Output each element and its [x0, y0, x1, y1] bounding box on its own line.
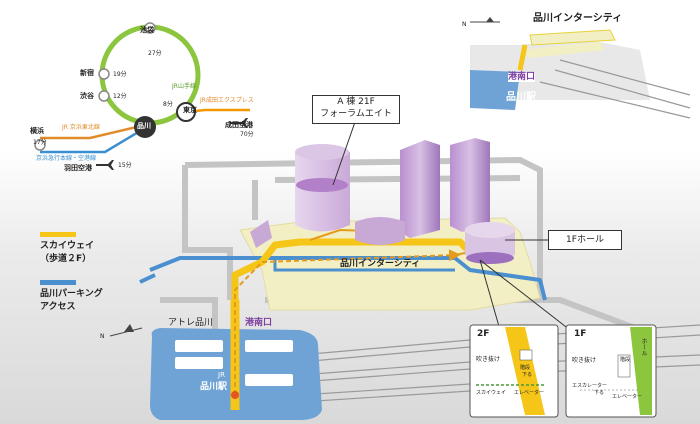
detail-1f-fukinuke: 吹き抜け [572, 357, 597, 364]
gate-markers [175, 340, 293, 386]
gate-shinkansen-north: 新幹線改札口 [177, 342, 219, 350]
station-dot-shibuya [98, 90, 110, 102]
gate-north: 北改札口 [185, 359, 213, 367]
time-haneda: 15分 [118, 162, 132, 169]
station-dot-yokohama [34, 139, 46, 151]
station-shibuya: 渋谷 [80, 92, 94, 100]
legend-parking-line1: 品川パーキング [40, 289, 103, 299]
legend-skyway-line1: スカイウェイ [40, 241, 95, 251]
detail-2f-down: 下る [522, 372, 533, 378]
main-compass-label: N [100, 333, 105, 340]
compass-icon [109, 324, 143, 337]
gate-central: 中央改札口 [250, 376, 285, 384]
callout-building-a: A 棟 21F フォーラムエイト [312, 95, 400, 124]
parking-route-arrow [139, 273, 156, 284]
skyway-walkway [231, 238, 473, 300]
parking-route [149, 256, 547, 301]
detail-leader-1 [479, 259, 501, 331]
keikyu-line [40, 126, 146, 154]
keihin-tohoku-line [40, 123, 146, 140]
callout-a-leader [332, 121, 356, 186]
detail-1f-hall: ホール [640, 338, 647, 356]
detail-1f-down: 下る [594, 390, 605, 396]
line-yamanote: JR山手線 [172, 83, 196, 90]
jr-label: JR [218, 371, 225, 379]
time-yokohama: 17分 [33, 139, 47, 146]
line-keikyu: 京浜急行本線・空港線 [36, 155, 97, 162]
inset-compass-label: N [462, 21, 467, 28]
time-shibuya: 12分 [113, 93, 127, 100]
airplane-icon [96, 160, 114, 170]
atre-label: アトレ品川 [168, 318, 214, 328]
inset-title: 品川インターシティ [533, 13, 623, 24]
callout-hall-label: 1Fホール [566, 235, 604, 245]
station-shinagawa: 品川 [137, 122, 151, 130]
detail-1f-floor: 1F [574, 329, 587, 339]
station-ikebukuro: 池袋 [140, 26, 154, 34]
station-dot-tokyo [176, 102, 196, 122]
time-shinjuku: 19分 [113, 71, 127, 78]
inset-map [455, 5, 695, 125]
small-wing [250, 220, 272, 248]
building-a [295, 144, 350, 232]
konan-label: 港南口 [245, 318, 273, 328]
legend-skyway-line2: （歩道２F） [40, 254, 92, 264]
station-tokyo: 東京 [183, 106, 197, 114]
legend-parking-swatch [40, 280, 76, 285]
compass-icon [470, 17, 500, 23]
detail-2f-stairs: 階段 [520, 365, 531, 371]
station-dot-shinjuku [98, 68, 110, 80]
walking-route [234, 249, 461, 395]
detail-1f-escalator: エスカレーター [572, 383, 608, 389]
station-shinjuku: 新宿 [80, 69, 94, 77]
gate-shinkansen-konan: 新幹線改札口 [247, 342, 289, 350]
inset-konan-label: 港南口 [508, 72, 536, 82]
detail-2f-drawing [469, 324, 559, 418]
start-point [231, 391, 239, 399]
rail-map [34, 22, 250, 154]
building-c [450, 138, 490, 232]
time-tokyo: 8分 [163, 101, 173, 108]
detail-1f-stairs: 階段 [620, 357, 631, 363]
callout-a-line2: フォーラムエイト [320, 109, 392, 119]
low-building [355, 217, 405, 245]
hall-building [465, 222, 515, 264]
line-keihin-tohoku: JR 京浜東北線 [62, 124, 100, 131]
station-haneda: 羽田空港 [64, 164, 92, 172]
inset-station-label: 品川駅 [506, 92, 536, 103]
line-narita-express: JR成田エクスプレス [200, 97, 254, 104]
time-narita: 70分 [240, 131, 254, 138]
airplane-icon [230, 118, 248, 128]
intercity-label: 品川インターシティ [340, 259, 421, 269]
legend-parking-line2: アクセス [40, 302, 76, 312]
detail-2f-fukinuke: 吹き抜け [476, 356, 501, 363]
detail-2f-elevator: エレベーター [514, 390, 545, 396]
detail-leader-2 [479, 259, 571, 331]
building-b [400, 140, 440, 238]
station-narita: 成田空港 [225, 121, 253, 129]
detail-1f-drawing [565, 324, 657, 418]
station-label: 品川駅 [200, 382, 228, 392]
station-yokohama: 横浜 [30, 127, 44, 135]
detail-2f-floor: 2F [477, 329, 490, 339]
detail-2f-skyway: スカイウェイ [476, 390, 507, 396]
station-dot-shinagawa [134, 116, 156, 138]
detail-1f-elevator: エレベーター [612, 394, 643, 400]
legend-skyway-swatch [40, 232, 76, 237]
callout-hall: 1Fホール [548, 230, 622, 250]
callout-a-line1: A 棟 21F [337, 97, 375, 107]
station-dot-ikebukuro [144, 22, 156, 34]
time-ikebukuro: 27分 [148, 50, 162, 57]
